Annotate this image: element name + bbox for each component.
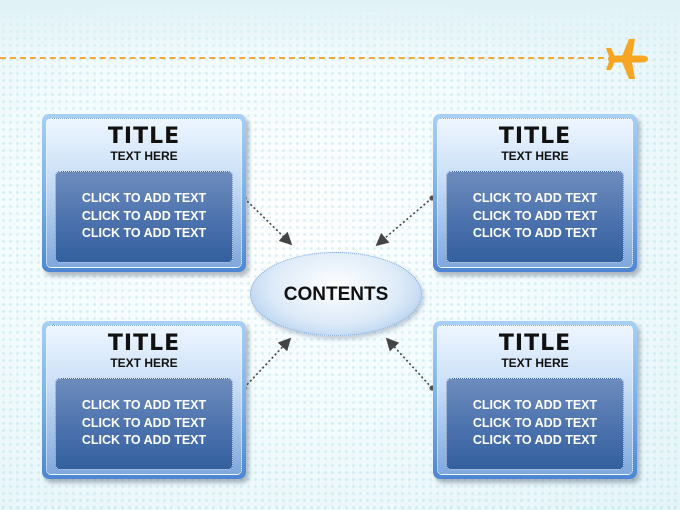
box-text-panel[interactable]: CLICK TO ADD TEXT CLICK TO ADD TEXT CLIC… xyxy=(55,171,233,263)
text-line[interactable]: CLICK TO ADD TEXT xyxy=(472,433,598,447)
content-box-bottom-right[interactable]: TITLE TEXT HERE CLICK TO ADD TEXT CLICK … xyxy=(433,321,637,479)
text-line[interactable]: CLICK TO ADD TEXT xyxy=(81,415,207,430)
box-text-panel[interactable]: CLICK TO ADD TEXT CLICK TO ADD TEXT CLIC… xyxy=(446,171,624,263)
text-line[interactable]: CLICK TO ADD TEXT xyxy=(81,191,207,205)
text-line[interactable]: CLICK TO ADD TEXT xyxy=(81,398,207,412)
center-label[interactable]: CONTENTS xyxy=(283,284,389,305)
text-line[interactable]: CLICK TO ADD TEXT xyxy=(472,415,598,430)
box-frame: TITLE TEXT HERE CLICK TO ADD TEXT CLICK … xyxy=(46,118,242,268)
text-line[interactable]: CLICK TO ADD TEXT xyxy=(472,191,598,205)
text-line[interactable]: CLICK TO ADD TEXT xyxy=(81,226,207,240)
connector-bottom-right xyxy=(385,337,433,389)
text-line[interactable]: CLICK TO ADD TEXT xyxy=(81,433,207,447)
content-box-top-left[interactable]: TITLE TEXT HERE CLICK TO ADD TEXT CLICK … xyxy=(42,114,246,272)
text-line[interactable]: CLICK TO ADD TEXT xyxy=(472,226,598,240)
box-title[interactable]: TITLE xyxy=(498,331,572,356)
box-title[interactable]: TITLE xyxy=(107,331,181,356)
box-frame: TITLE TEXT HERE CLICK TO ADD TEXT CLICK … xyxy=(46,325,242,475)
box-subtitle[interactable]: TEXT HERE xyxy=(110,356,178,370)
connector-bottom-left xyxy=(243,337,292,389)
box-subtitle[interactable]: TEXT HERE xyxy=(110,149,178,163)
box-text-panel[interactable]: CLICK TO ADD TEXT CLICK TO ADD TEXT CLIC… xyxy=(446,378,624,470)
airplane-icon xyxy=(606,39,648,79)
content-box-bottom-left[interactable]: TITLE TEXT HERE CLICK TO ADD TEXT CLICK … xyxy=(42,321,246,479)
box-frame: TITLE TEXT HERE CLICK TO ADD TEXT CLICK … xyxy=(437,325,633,475)
box-title[interactable]: TITLE xyxy=(498,124,572,149)
content-box-top-right[interactable]: TITLE TEXT HERE CLICK TO ADD TEXT CLICK … xyxy=(433,114,637,272)
dashed-flight-line xyxy=(0,57,604,59)
box-frame: TITLE TEXT HERE CLICK TO ADD TEXT CLICK … xyxy=(437,118,633,268)
text-line[interactable]: CLICK TO ADD TEXT xyxy=(472,398,598,412)
text-line[interactable]: CLICK TO ADD TEXT xyxy=(472,208,598,223)
box-subtitle[interactable]: TEXT HERE xyxy=(501,149,569,163)
header-band xyxy=(0,0,680,60)
connector-top-left xyxy=(243,197,293,246)
box-text-panel[interactable]: CLICK TO ADD TEXT CLICK TO ADD TEXT CLIC… xyxy=(55,378,233,470)
box-subtitle[interactable]: TEXT HERE xyxy=(501,356,569,370)
center-contents-ellipse[interactable]: CONTENTS xyxy=(250,252,422,336)
connector-top-right xyxy=(375,197,433,247)
box-title[interactable]: TITLE xyxy=(107,124,181,149)
text-line[interactable]: CLICK TO ADD TEXT xyxy=(81,208,207,223)
